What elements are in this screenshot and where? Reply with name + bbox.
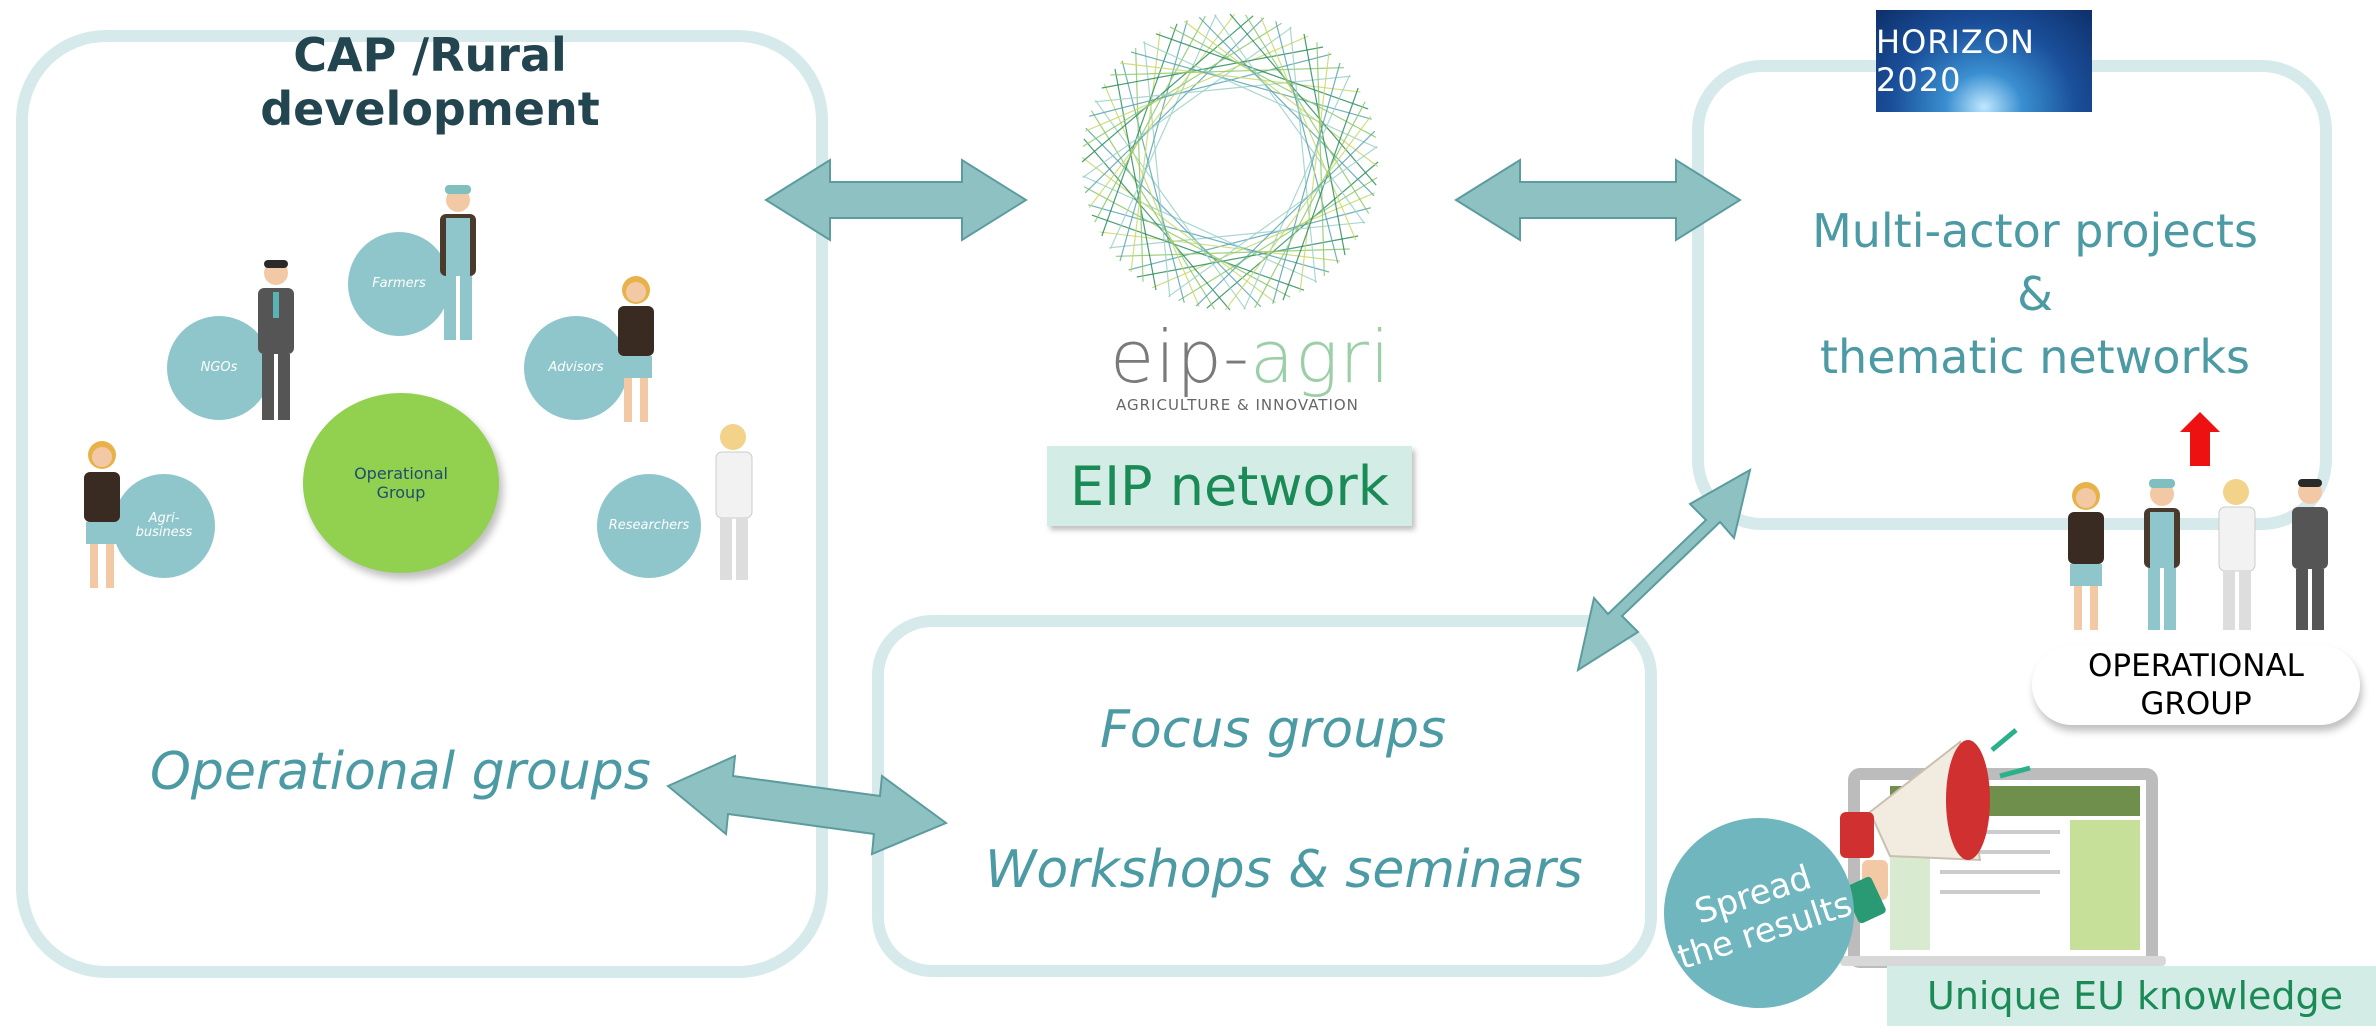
- red-up-arrow: [2180, 412, 2220, 466]
- focus-groups-panel: [872, 615, 1657, 977]
- eip-agri-starburst-icon: [1081, 13, 1379, 311]
- actor-label-agribusiness: Agri-business: [135, 511, 193, 540]
- eip-agri-subtitle: AGRICULTURE & INNOVATION: [1116, 396, 1359, 414]
- operational-group-circle-label: Operational Group: [354, 464, 448, 502]
- megaphone-icon: [1840, 728, 2031, 924]
- op-group-badge-line1: OPERATIONAL: [2088, 648, 2304, 684]
- agribusiness-woman-figure-icon: [84, 441, 120, 588]
- multi-actor-line2: &: [2017, 267, 2053, 321]
- eip-network-label: EIP network: [1047, 446, 1412, 526]
- op-group-badge-line2: GROUP: [2140, 686, 2252, 722]
- workshops-label: Workshops & seminars: [985, 840, 1583, 900]
- operational-group-badge: OPERATIONAL GROUP: [2032, 645, 2360, 725]
- double-arrow-icon: [666, 158, 1752, 856]
- actor-circle-advisors: Advisors: [524, 316, 628, 420]
- farmer-figure-icon: [440, 185, 476, 340]
- unique-eu-knowledge-label: Unique EU knowledge: [1887, 966, 2376, 1026]
- actor-label-researchers: Researchers: [608, 518, 690, 533]
- actor-circle-agribusiness: Agri-business: [113, 474, 215, 578]
- eip-logo-part-b: agri: [1249, 315, 1391, 399]
- actor-label-advisors: Advisors: [548, 360, 604, 375]
- advisor-woman-figure-icon: [618, 276, 654, 422]
- actor-label-farmers: Farmers: [372, 276, 426, 291]
- researcher-figure-icon: [715, 424, 753, 580]
- multi-actor-text: Multi-actor projects & thematic networks: [1720, 200, 2350, 389]
- eip-agri-logo: eip-agri: [1110, 315, 1391, 399]
- actor-label-ngos: NGOs: [200, 360, 238, 375]
- eip-logo-part-a: eip-: [1110, 315, 1250, 399]
- multi-actor-panel: [1692, 60, 2332, 530]
- actor-circle-ngos: NGOs: [167, 316, 271, 420]
- horizon-2020-logo: HORIZON 2020: [1876, 10, 2092, 112]
- ngo-man-figure-icon: [258, 260, 294, 420]
- multi-actor-line3: thematic networks: [1820, 330, 2250, 384]
- cap-rural-title: CAP /Rural development: [260, 28, 600, 136]
- operational-group-circle: Operational Group: [303, 393, 499, 573]
- focus-groups-label: Focus groups: [1100, 700, 1447, 760]
- actor-circle-researchers: Researchers: [597, 474, 701, 578]
- operational-groups-label: Operational groups: [150, 742, 651, 802]
- operational-group-people-icon: [2068, 479, 2328, 630]
- actor-circle-farmers: Farmers: [348, 232, 450, 336]
- multi-actor-line1: Multi-actor projects: [1812, 204, 2258, 258]
